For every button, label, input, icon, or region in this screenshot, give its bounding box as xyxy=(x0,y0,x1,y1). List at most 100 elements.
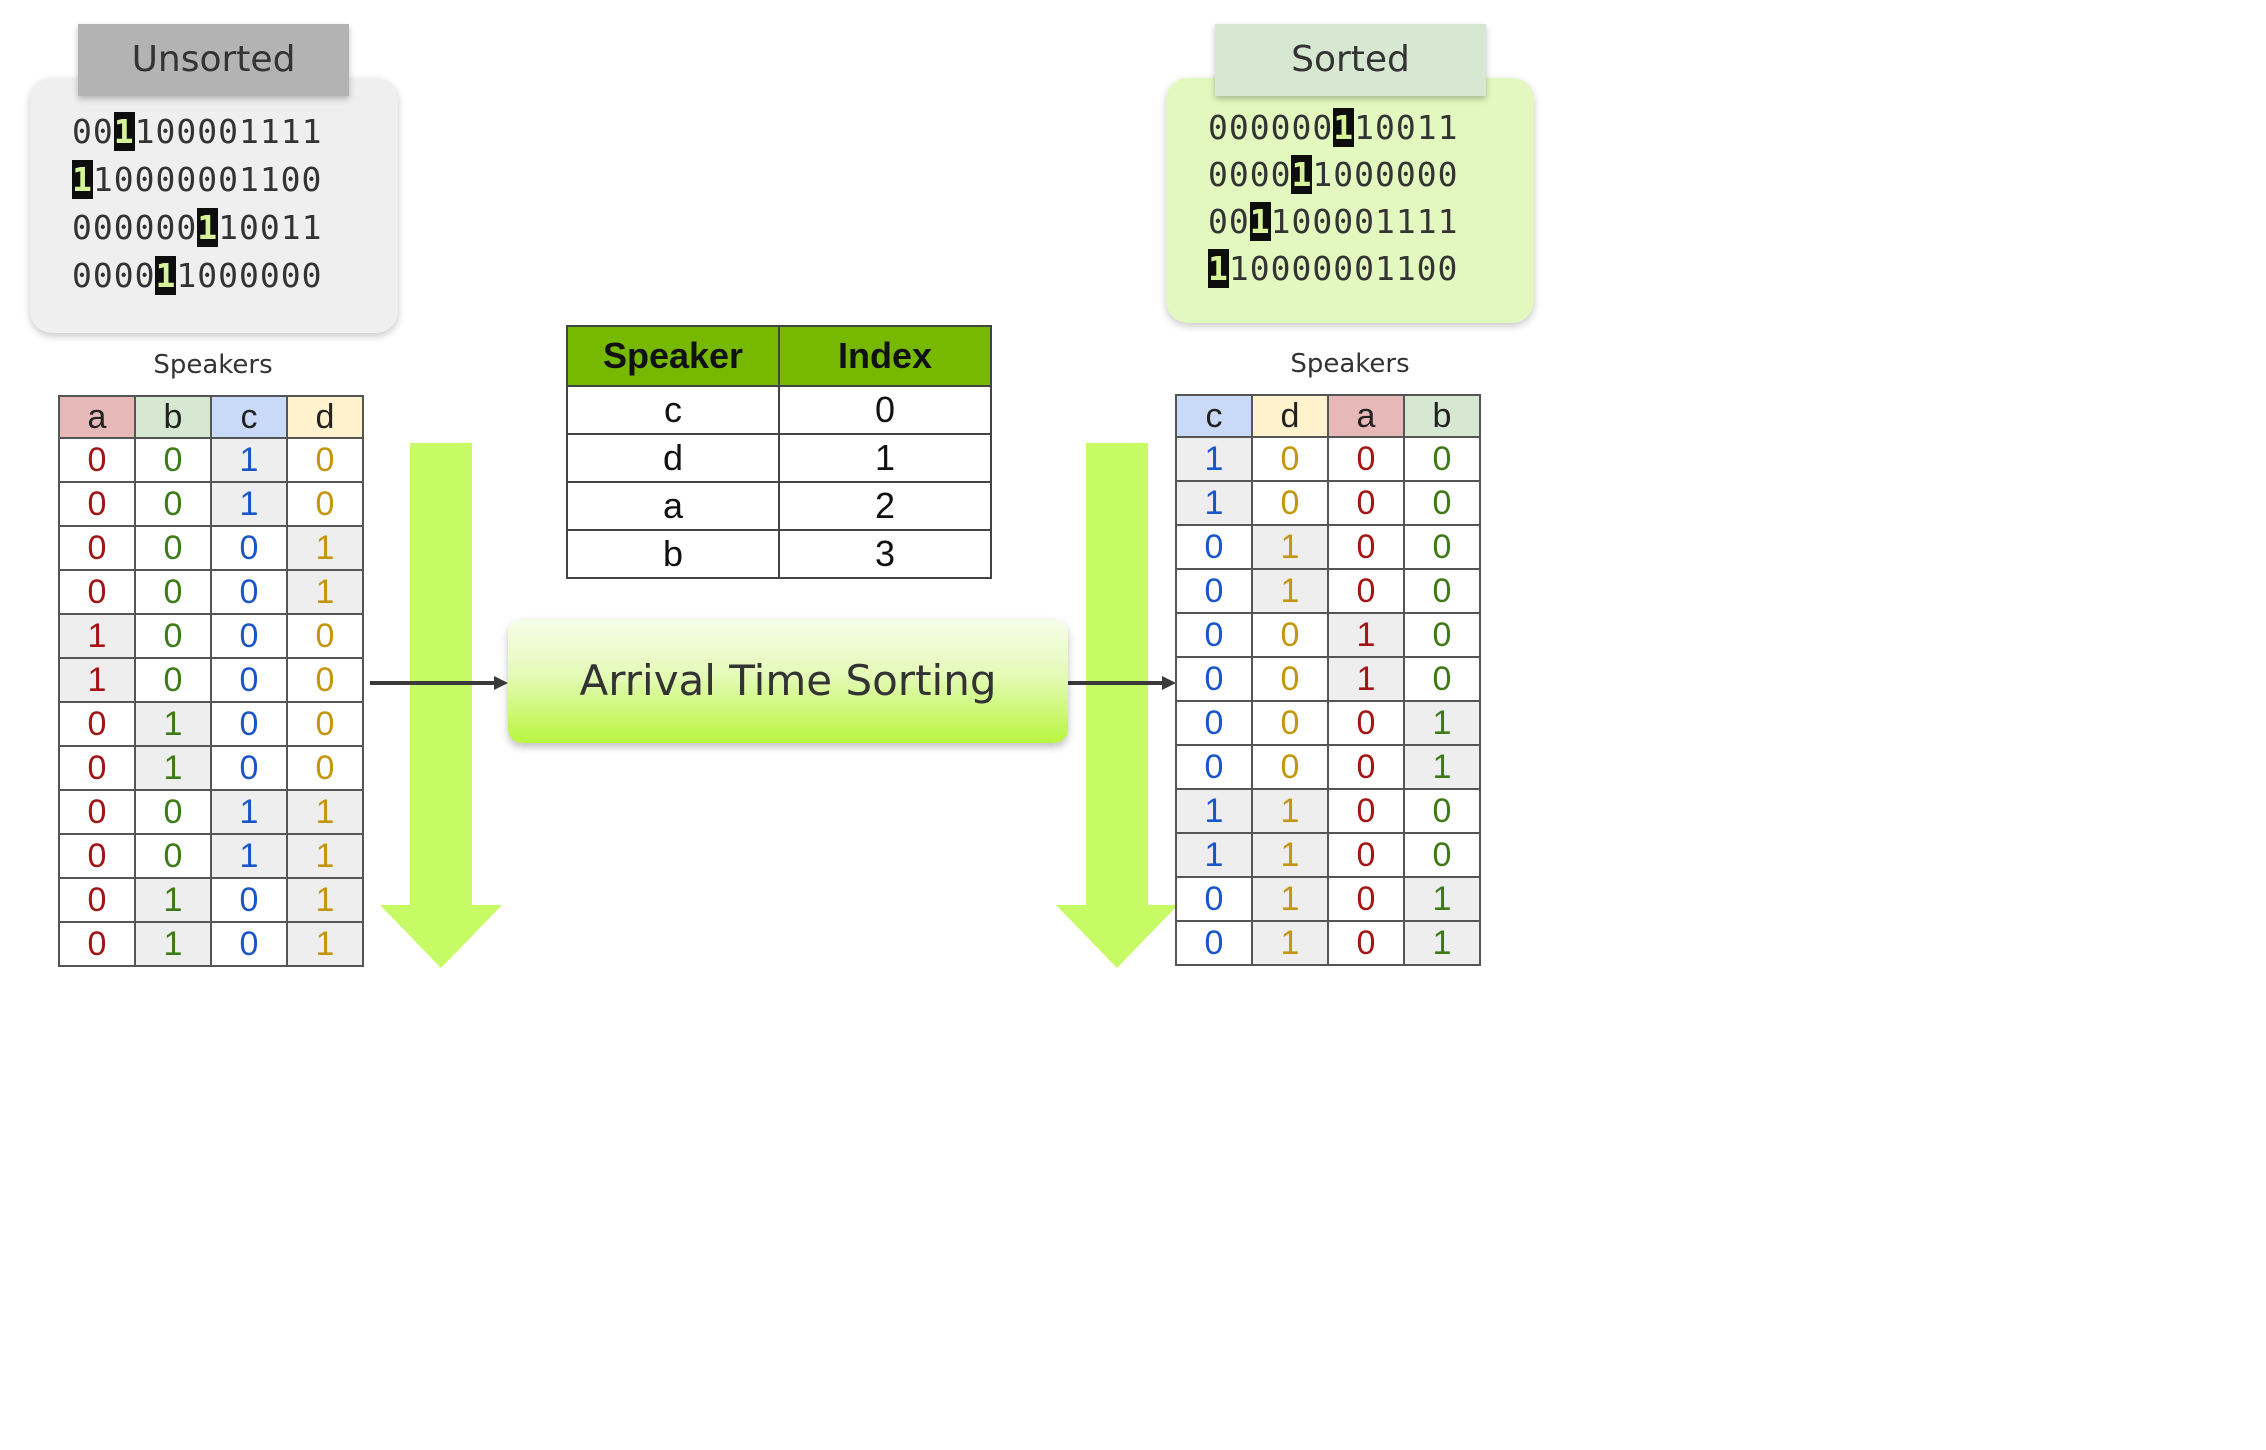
sorted-speaker-header-b: b xyxy=(1403,394,1481,438)
first-activity-bit: 1 xyxy=(1333,108,1355,147)
arrival-time-sorting-box: Arrival Time Sorting xyxy=(508,619,1068,743)
sorted-cell-a: 0 xyxy=(1327,568,1405,614)
unsorted-cell-b: 1 xyxy=(134,701,212,747)
unsorted-cell-b: 0 xyxy=(134,481,212,527)
sorted-cell-c: 0 xyxy=(1175,700,1253,746)
index-table-row: a 2 xyxy=(566,481,992,531)
sorted-cell-b: 0 xyxy=(1403,524,1481,570)
binary-digits: 00 xyxy=(72,112,114,151)
sorted-cell-b: 0 xyxy=(1403,480,1481,526)
first-activity-bit: 1 xyxy=(155,256,177,295)
unsorted-cell-c: 1 xyxy=(210,789,288,835)
index-table-speaker: b xyxy=(566,529,780,579)
sorted-binary-line: 000000110011 xyxy=(1208,104,1458,151)
unsorted-cell-a: 0 xyxy=(58,525,136,571)
arrows-layer xyxy=(370,443,1178,968)
sorted-cell-c: 1 xyxy=(1175,436,1253,482)
sorted-cell-a: 0 xyxy=(1327,524,1405,570)
unsorted-cell-d: 1 xyxy=(286,789,364,835)
sorted-cell-a: 0 xyxy=(1327,744,1405,790)
unsorted-cell-c: 0 xyxy=(210,657,288,703)
sorted-cell-d: 1 xyxy=(1251,568,1329,614)
index-table-speaker: c xyxy=(566,385,780,435)
sorted-cell-c: 0 xyxy=(1175,876,1253,922)
sorted-cell-d: 1 xyxy=(1251,524,1329,570)
unsorted-cell-b: 0 xyxy=(134,833,212,879)
sorted-cell-c: 0 xyxy=(1175,920,1253,966)
index-table-index: 1 xyxy=(778,433,992,483)
sorted-cell-d: 1 xyxy=(1251,920,1329,966)
index-table-row: c 0 xyxy=(566,385,992,435)
sorted-cell-c: 1 xyxy=(1175,480,1253,526)
unsorted-cell-d: 0 xyxy=(286,701,364,747)
unsorted-cell-a: 0 xyxy=(58,437,136,483)
sorted-cell-a: 0 xyxy=(1327,436,1405,482)
unsorted-cell-c: 1 xyxy=(210,481,288,527)
sorted-cell-d: 0 xyxy=(1251,656,1329,702)
sorted-cell-c: 0 xyxy=(1175,568,1253,614)
index-table-index: 2 xyxy=(778,481,992,531)
sorted-cell-d: 0 xyxy=(1251,700,1329,746)
unsorted-cell-b: 1 xyxy=(134,877,212,923)
sorted-cell-b: 1 xyxy=(1403,700,1481,746)
sorted-cell-b: 0 xyxy=(1403,656,1481,702)
unsorted-cell-c: 0 xyxy=(210,745,288,791)
unsorted-cell-b: 1 xyxy=(134,745,212,791)
sorted-cell-c: 0 xyxy=(1175,612,1253,658)
unsorted-cell-d: 1 xyxy=(286,921,364,967)
unsorted-cell-a: 0 xyxy=(58,481,136,527)
binary-digits: 10000001100 xyxy=(92,160,323,199)
sorted-cell-b: 1 xyxy=(1403,920,1481,966)
index-table-speaker: d xyxy=(566,433,780,483)
sorted-cell-b: 0 xyxy=(1403,568,1481,614)
unsorted-binary-line: 001100001111 xyxy=(72,108,322,156)
binary-digits: 10011 xyxy=(1354,108,1459,147)
unsorted-cell-c: 0 xyxy=(210,613,288,659)
first-activity-bit: 1 xyxy=(1208,249,1229,288)
sorted-binary-line: 001100001111 xyxy=(1208,198,1458,245)
sorted-title: Sorted xyxy=(1215,24,1486,96)
down-arrow-left xyxy=(380,443,502,968)
unsorted-cell-a: 0 xyxy=(58,833,136,879)
sorted-cell-d: 0 xyxy=(1251,436,1329,482)
sorted-speaker-header-d: d xyxy=(1251,394,1329,438)
speaker-index-table: Speaker Index c 0 d 1 a 2 b 3 xyxy=(566,325,992,579)
binary-digits: 100001111 xyxy=(134,112,323,151)
first-activity-bit: 1 xyxy=(72,160,93,199)
speakers-label-left: Speakers xyxy=(153,350,273,380)
unsorted-cell-b: 0 xyxy=(134,789,212,835)
sorted-cell-d: 0 xyxy=(1251,744,1329,790)
binary-digits: 10000001100 xyxy=(1228,249,1459,288)
sorted-cell-c: 0 xyxy=(1175,524,1253,570)
sorted-cell-b: 0 xyxy=(1403,436,1481,482)
index-table-index: 3 xyxy=(778,529,992,579)
sorted-binary-line: 110000001100 xyxy=(1208,245,1458,292)
unsorted-speaker-header-d: d xyxy=(286,395,364,439)
sorted-binary-line: 000011000000 xyxy=(1208,151,1458,198)
unsorted-cell-d: 1 xyxy=(286,525,364,571)
unsorted-cell-a: 0 xyxy=(58,569,136,615)
unsorted-speaker-header-c: c xyxy=(210,395,288,439)
unsorted-speaker-header-b: b xyxy=(134,395,212,439)
sorted-cell-b: 0 xyxy=(1403,832,1481,878)
unsorted-cell-d: 0 xyxy=(286,657,364,703)
unsorted-cell-c: 0 xyxy=(210,569,288,615)
sorted-cell-d: 1 xyxy=(1251,788,1329,834)
index-table-speaker: a xyxy=(566,481,780,531)
unsorted-title: Unsorted xyxy=(78,24,349,96)
